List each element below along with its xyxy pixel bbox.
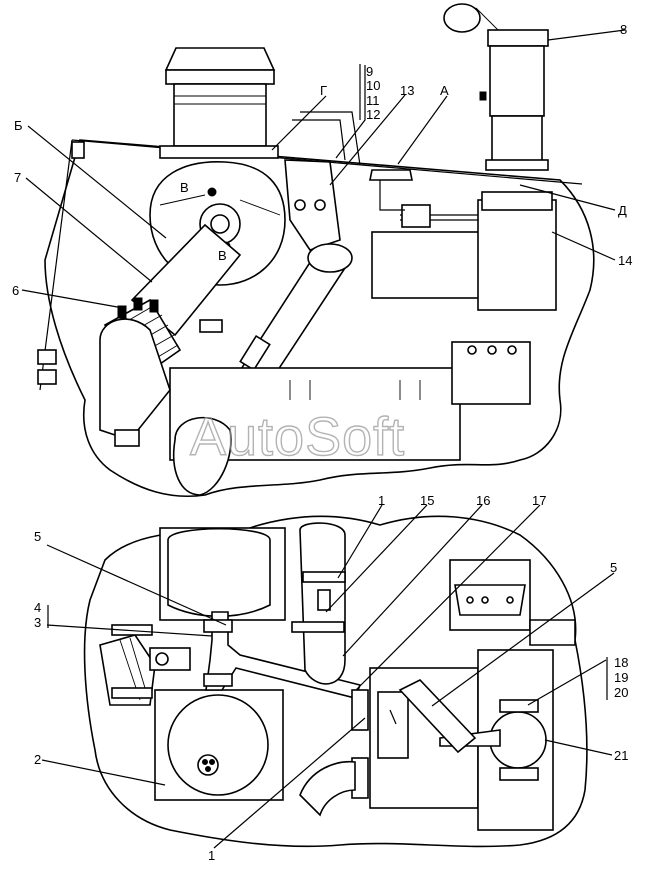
- bottom-leaders: [41, 504, 615, 849]
- lower-hose: [299, 760, 356, 817]
- pipe: [292, 119, 346, 161]
- filter-unit: [371, 191, 557, 311]
- valve-unit: [449, 559, 576, 646]
- callout-9: 9: [366, 64, 373, 79]
- callout-4: 4: [34, 600, 41, 615]
- callout-11: 11: [366, 93, 380, 108]
- panel-slot: [37, 349, 57, 365]
- tank-lower: [154, 689, 284, 801]
- callout-13: 13: [400, 83, 414, 98]
- callout-1-top: 1: [378, 493, 385, 508]
- callout-21: 21: [614, 748, 628, 763]
- callout-10: 10: [366, 78, 380, 93]
- callout-18: 18: [614, 655, 628, 670]
- bracket: [199, 319, 223, 333]
- pipe: [300, 111, 361, 166]
- watermark: AutoSoft: [190, 407, 405, 467]
- callout-v-right: В: [218, 248, 227, 263]
- callout-7: 7: [14, 170, 21, 185]
- support-bracket-a: [369, 169, 413, 181]
- callout-17: 17: [532, 493, 546, 508]
- left-units: [99, 624, 191, 706]
- engine-block: [99, 318, 531, 496]
- bottom-assembly-view: [41, 504, 615, 849]
- callout-19: 19: [614, 670, 628, 685]
- callout-12: 12: [366, 107, 380, 122]
- callout-v-left: В: [180, 180, 189, 195]
- callout-a: А: [440, 83, 449, 98]
- callout-1-bottom: 1: [208, 848, 215, 863]
- tank-right: [439, 649, 554, 831]
- callout-16: 16: [476, 493, 490, 508]
- panel-slot: [37, 369, 57, 385]
- panel-edge: [39, 139, 73, 391]
- callout-5-left: 5: [34, 529, 41, 544]
- pipe-vertical: [291, 522, 346, 685]
- housing-window: [377, 691, 409, 759]
- pipe-clamp: [203, 673, 233, 687]
- panel-tab: [71, 141, 85, 159]
- callout-15: 15: [420, 493, 434, 508]
- clamp: [351, 689, 369, 731]
- callout-20: 20: [614, 685, 628, 700]
- callout-6: 6: [12, 283, 19, 298]
- callout-labels: 8 9 10 11 12 13 А Г Б 7 6 В В Д 14 5 4 3…: [12, 22, 632, 863]
- callout-3: 3: [34, 615, 41, 630]
- callout-2: 2: [34, 752, 41, 767]
- callout-g: Г: [320, 83, 327, 98]
- callout-b: Б: [14, 118, 23, 133]
- exhaust-pipe: [443, 3, 549, 171]
- top-leaders: [21, 29, 626, 309]
- air-cleaner: [159, 47, 279, 159]
- callout-8: 8: [620, 22, 627, 37]
- top-assembly-view: [21, 3, 626, 498]
- callout-14: 14: [618, 253, 632, 268]
- callout-d: Д: [618, 203, 627, 218]
- callout-5-right: 5: [610, 560, 617, 575]
- angled-hose: [398, 679, 477, 754]
- pipe-clamp: [203, 619, 233, 633]
- tank-upper: [159, 527, 286, 621]
